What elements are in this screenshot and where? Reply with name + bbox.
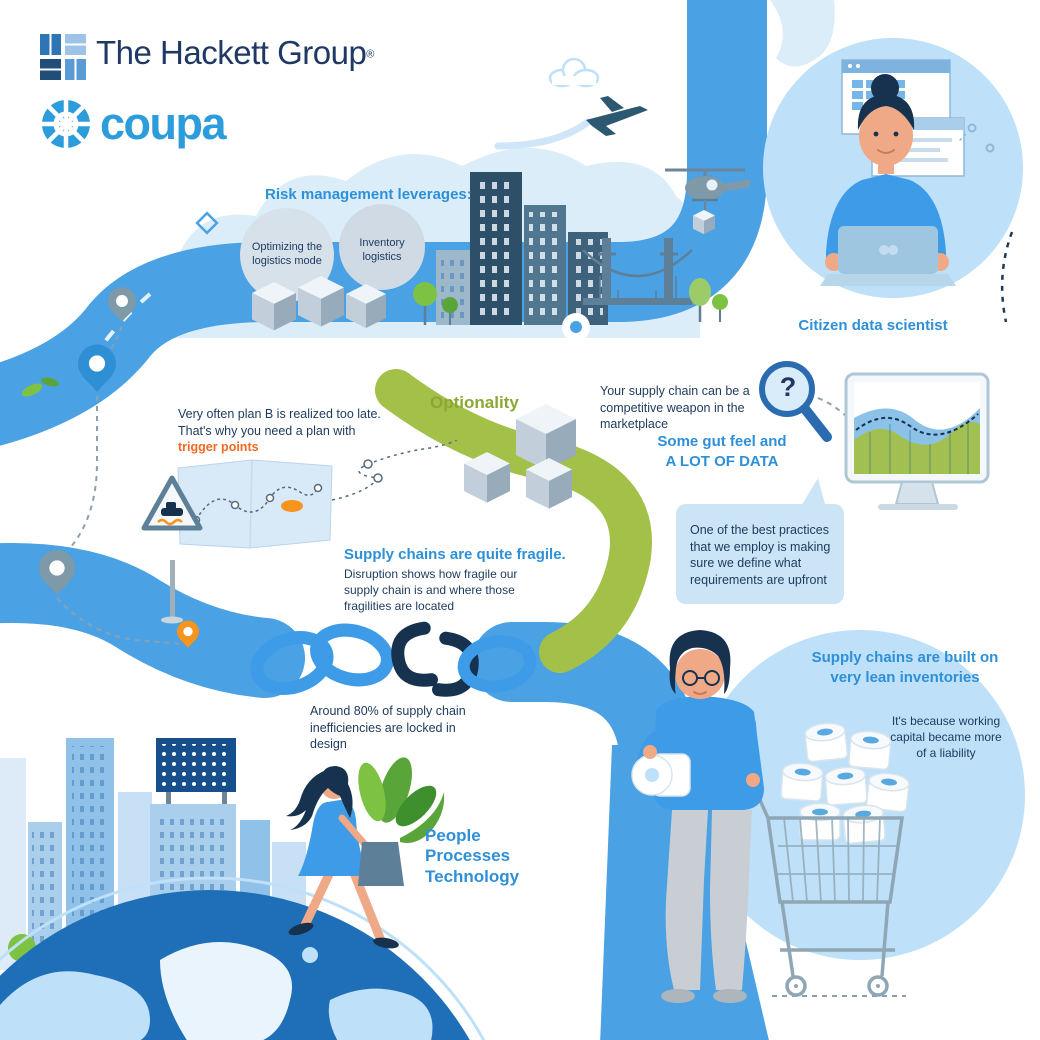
plan-b-line1: Very often plan B is realized too late.: [178, 407, 381, 421]
question-mark: ?: [779, 372, 797, 402]
coupa-flower-icon: [40, 98, 92, 150]
location-pin-gray-top: [108, 287, 136, 322]
hackett-logo-text: The Hackett Group: [96, 34, 367, 71]
plant-leaves: [358, 757, 445, 843]
coupa-logo-text: coupa: [100, 98, 227, 149]
plan-b-highlight: trigger points: [178, 440, 259, 454]
fragile-body: Disruption shows how fragile our supply …: [344, 567, 518, 613]
city-illustration: [413, 172, 608, 325]
hackett-logo-icon: [40, 34, 86, 80]
plan-b-text: Very often plan B is realized too late. …: [178, 406, 398, 456]
risk-bubbles: [240, 204, 425, 302]
lean-title: Supply chains are built on very lean inv…: [811, 649, 999, 686]
speech-bubble: [676, 478, 844, 604]
gut-feel-text: Some gut feel and A LOT OF DATA: [657, 433, 787, 470]
green-road: [375, 369, 652, 673]
risk-title: Risk management leverages:: [265, 186, 472, 203]
route-map-illustration: [177, 459, 333, 549]
trigger-connector-line: [331, 433, 466, 501]
airplane-icon: [494, 96, 648, 150]
monitor-chart-illustration: [844, 372, 990, 510]
people-processes-technology: People Processes Technology: [425, 826, 520, 886]
fragile-title: Supply chains are quite fragile.: [344, 546, 566, 563]
coupa-logo: coupa: [40, 98, 227, 150]
globe-illustration: [0, 876, 486, 1040]
helicopter-icon: [665, 168, 750, 235]
location-pin-gray: [39, 550, 75, 595]
risk-bubble-1: Optimizing the logistics mode: [251, 241, 323, 267]
design-text: Around 80% of supply chain inefficiencie…: [310, 704, 466, 751]
plan-b-line2: That's why you need a plan with: [178, 423, 356, 438]
risk-bubble-2: Inventory logistics: [359, 237, 405, 263]
leaves-decoration: [21, 377, 59, 397]
location-pin-blue: [78, 344, 116, 392]
location-pin-white: [562, 313, 590, 348]
bridge-illustration: [582, 238, 693, 305]
lean-body: It's because working capital became more…: [890, 714, 1002, 760]
magnifier-icon: [759, 361, 832, 442]
scientist-person: [820, 74, 956, 286]
optionality-label: Optionality: [430, 393, 519, 412]
hackett-logo: The Hackett Group®: [40, 34, 374, 80]
blue-road-top: [0, 0, 767, 446]
billboard: [156, 738, 236, 806]
location-pin-orange: [177, 620, 199, 648]
cloud-icon: [548, 57, 600, 88]
warning-sign-icon: [141, 475, 203, 624]
roadside-trees: [689, 278, 728, 322]
best-practice-text: One of the best practices that we employ…: [690, 523, 831, 587]
registered-mark: ®: [366, 48, 375, 61]
weapon-text: Your supply chain can be a competitive w…: [600, 384, 750, 431]
walking-person-illustration: [286, 757, 445, 949]
cube-stack-logistics: [252, 276, 386, 331]
chain-illustration: [250, 623, 533, 697]
broken-link-icon: [391, 621, 479, 697]
shopper-illustration: [631, 630, 764, 1003]
citizen-data-scientist-illustration: [763, 38, 1023, 323]
diamond-decoration: [195, 211, 219, 235]
citizen-caption: Citizen data scientist: [798, 317, 948, 334]
blue-road-left: [0, 543, 305, 698]
